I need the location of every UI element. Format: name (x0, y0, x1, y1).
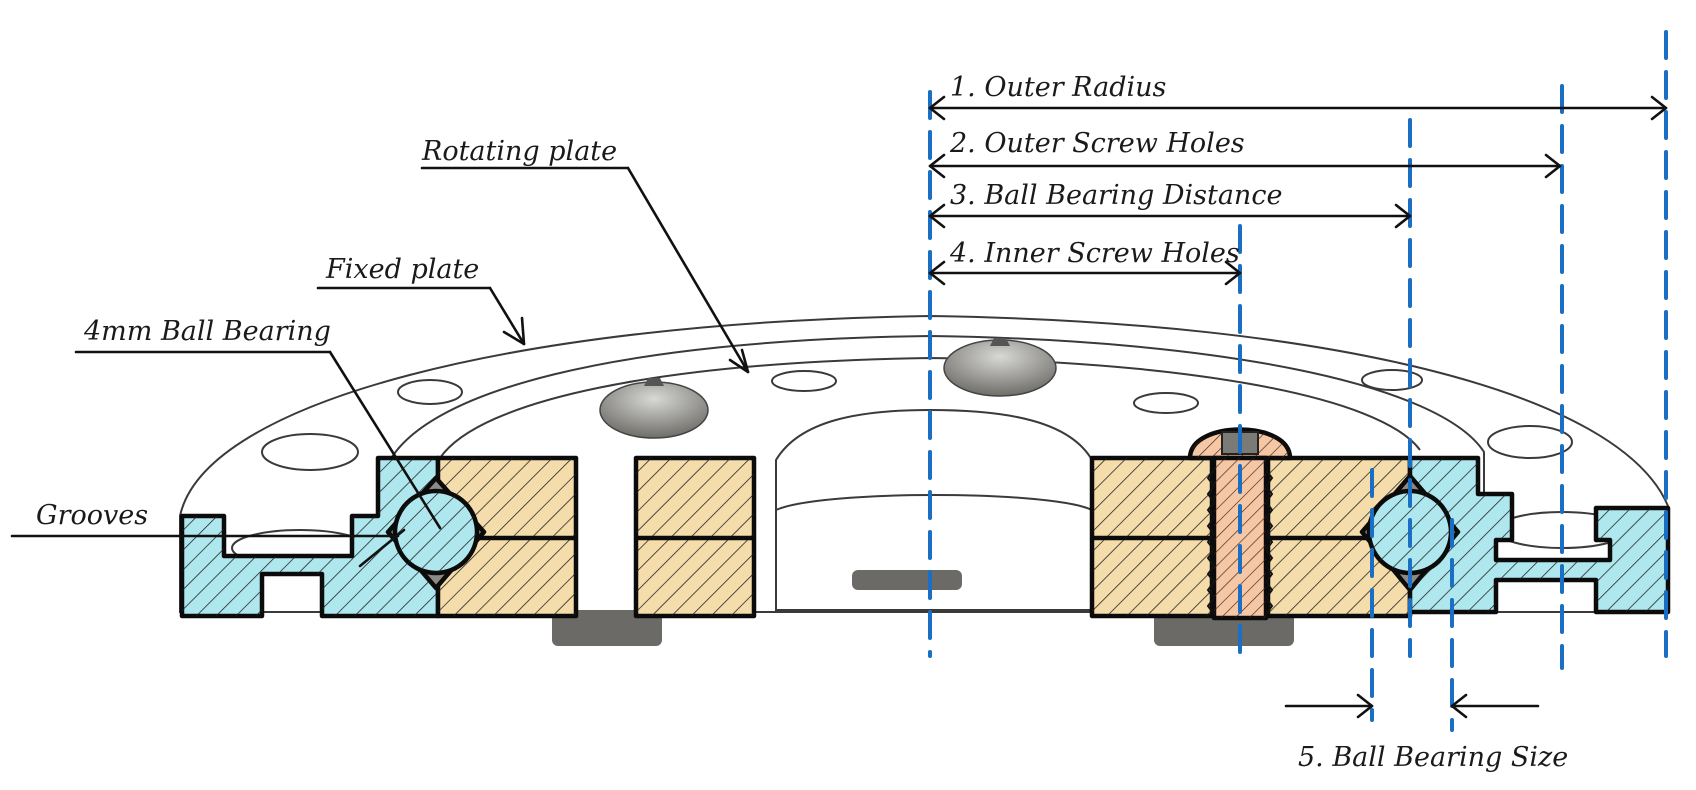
outer-screw-hole (261, 433, 359, 471)
label-outer-screw-holes: 2. Outer Screw Holes (949, 128, 1245, 159)
label-grooves: Grooves (36, 500, 148, 531)
turntable-body (179, 314, 1669, 646)
center-bore (775, 408, 1093, 611)
dim-outer-screw-holes (928, 153, 1562, 179)
labels: Rotating plate Fixed plate 4mm Ball Bear… (36, 72, 1568, 773)
rotating-plate-section-left (435, 455, 757, 619)
bottom-nut-center (852, 570, 962, 590)
screw-head-dome (943, 339, 1057, 397)
inner-screw-hole (771, 370, 837, 392)
rotating-plate-surface (385, 334, 1485, 613)
dim-ball-bearing-distance (928, 203, 1412, 229)
outer-screw-hole (397, 379, 463, 405)
leader-rotating-plate (420, 166, 750, 374)
outer-screw-hole (1487, 425, 1573, 459)
leader-lines (10, 166, 750, 568)
dim-outer-radius (928, 95, 1668, 121)
label-ball-bearing-distance: 3. Ball Bearing Distance (950, 180, 1282, 211)
fixed-plate-section-right (1407, 455, 1671, 615)
label-outer-radius: 1. Outer Radius (950, 72, 1166, 103)
leader-fixed-plate (316, 286, 526, 346)
dim-inner-screw-holes (928, 260, 1242, 286)
leader-ball-bearing (74, 350, 442, 530)
label-inner-screw-holes: 4. Inner Screw Holes (949, 238, 1240, 269)
inner-screw-hole (1133, 392, 1199, 414)
dimension-lines (928, 95, 1668, 719)
label-fixed-plate: Fixed plate (325, 254, 479, 285)
rotating-plate-section-right (1089, 455, 1413, 619)
outer-screw-hole (1361, 369, 1423, 391)
label-ball-bearing-size: 5. Ball Bearing Size (1298, 742, 1568, 773)
screw-head-dome (599, 381, 709, 439)
center-lines (928, 30, 1668, 732)
bottom-nut-left (552, 610, 662, 646)
label-ball-bearing: 4mm Ball Bearing (83, 316, 331, 347)
leader-grooves (10, 528, 406, 568)
dim-ball-bearing-size (1284, 693, 1540, 719)
cross-section (179, 427, 1671, 621)
bottom-nut-right (1154, 612, 1294, 646)
label-rotating-plate: Rotating plate (421, 136, 617, 167)
ball-bearing-left (385, 475, 487, 591)
